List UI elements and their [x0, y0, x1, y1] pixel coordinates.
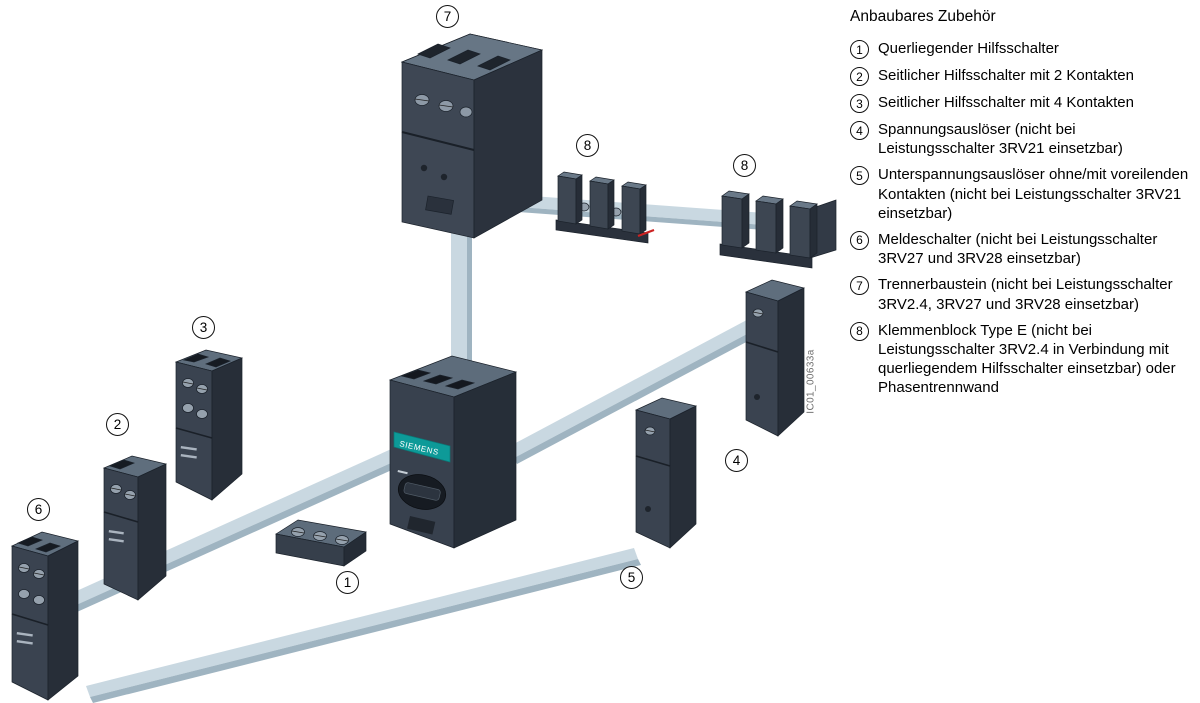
legend: Anbaubares Zubehör 1 Querliegender Hilfs…: [850, 8, 1194, 404]
component-breaker: SIEMENS: [388, 355, 518, 549]
legend-num-3: 3: [850, 94, 869, 113]
callout-5-num: 5: [627, 569, 636, 585]
legend-num-8: 8: [850, 321, 869, 341]
legend-text-1: Querliegender Hilfsschalter: [878, 40, 1059, 57]
legend-text-5: Unterspannungsauslöser ohne/mit voreilen…: [878, 166, 1189, 222]
legend-text-3: Seitlicher Hilfsschalter mit 4 Kontakten: [878, 94, 1134, 111]
legend-text-4: Spannungsauslöser (nicht bei Leistungssc…: [878, 121, 1123, 158]
component-1-querliegender-hilfsschalter: [275, 519, 367, 567]
legend-item-1: 1 Querliegender Hilfsschalter: [850, 39, 1194, 59]
callout-7-num: 7: [443, 8, 452, 24]
callout-8a: 8: [576, 134, 599, 157]
callout-7: 7: [436, 5, 459, 28]
callout-1-num: 1: [343, 574, 352, 590]
callout-4: 4: [725, 449, 748, 472]
ribbon-to-component-4: [510, 314, 765, 464]
legend-text-2: Seitlicher Hilfsschalter mit 2 Kontakten: [878, 67, 1134, 84]
component-3-hilfsschalter-4k: [174, 349, 244, 501]
legend-item-3: 3 Seitlicher Hilfsschalter mit 4 Kontakt…: [850, 93, 1194, 113]
callout-2-num: 2: [113, 416, 122, 432]
component-8b-klemmenblock: [719, 190, 837, 269]
callout-8b-num: 8: [740, 157, 749, 173]
legend-item-2: 2 Seitlicher Hilfsschalter mit 2 Kontakt…: [850, 66, 1194, 86]
ribbon-bottom-diagonal: [86, 548, 641, 703]
legend-text-6: Meldeschalter (nicht bei Leistungsschalt…: [878, 230, 1158, 268]
callout-8b: 8: [733, 154, 756, 177]
ribbon-vertical-top: [451, 230, 472, 374]
legend-num-1: 1: [850, 40, 869, 59]
component-8a-klemmenblock: [555, 171, 655, 244]
callout-3: 3: [192, 316, 215, 339]
legend-text-7: Trennerbaustein (nicht bei Leistungsscha…: [878, 276, 1173, 313]
legend-num-6: 6: [850, 230, 869, 250]
legend-text-8: Klemmenblock Type E (nicht bei Leistungs…: [878, 321, 1176, 397]
legend-item-5: 5 Unterspannungsauslöser ohne/mit voreil…: [850, 165, 1194, 223]
legend-item-7: 7 Trennerbaustein (nicht bei Leistungssc…: [850, 275, 1194, 313]
legend-title: Anbaubares Zubehör: [850, 8, 996, 25]
callout-6: 6: [27, 498, 50, 521]
component-2-hilfsschalter-2k: [102, 455, 168, 601]
component-4-spannungsausloeser: [744, 279, 806, 437]
callout-8a-num: 8: [583, 137, 592, 153]
callout-4-num: 4: [732, 452, 741, 468]
legend-num-2: 2: [850, 67, 869, 86]
legend-num-4: 4: [850, 121, 869, 140]
component-7-trennerbaustein: [400, 33, 544, 239]
callout-6-num: 6: [34, 501, 43, 517]
legend-item-6: 6 Meldeschalter (nicht bei Leistungsscha…: [850, 230, 1194, 268]
component-5-unterspannungsausloeser: [634, 397, 698, 549]
legend-item-8: 8 Klemmenblock Type E (nicht bei Leistun…: [850, 321, 1194, 398]
legend-num-5: 5: [850, 166, 869, 186]
legend-num-7: 7: [850, 276, 869, 296]
callout-2: 2: [106, 413, 129, 436]
callout-1: 1: [336, 571, 359, 594]
figure-id-label: IC01_00633a: [805, 349, 817, 414]
component-6-meldeschalter: [10, 531, 80, 701]
callout-3-num: 3: [199, 319, 208, 335]
legend-item-4: 4 Spannungsauslöser (nicht bei Leistungs…: [850, 120, 1194, 158]
callout-5: 5: [620, 566, 643, 589]
